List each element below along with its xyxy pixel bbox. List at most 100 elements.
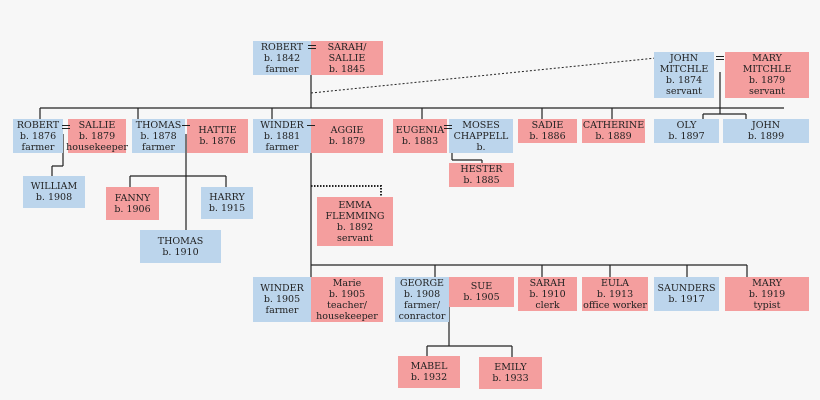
person-name: EMILY xyxy=(494,362,527,373)
person-name: WINDER xyxy=(260,119,304,131)
person-detail: teacher/ xyxy=(327,299,367,311)
person-detail: b. 1876 xyxy=(199,136,236,147)
person-detail: housekeeper xyxy=(66,141,128,153)
person-name: SADIE xyxy=(531,120,564,131)
person-name: EUGENIA xyxy=(395,125,445,136)
person-detail: b. xyxy=(476,141,486,153)
person-detail: b. 1905 xyxy=(328,288,366,300)
person-detail: b. 1879 xyxy=(78,130,116,142)
connector-george-sue-children xyxy=(426,292,513,357)
person-detail: servant xyxy=(748,86,785,97)
connector-founders-children xyxy=(39,75,784,119)
person-detail: MITCHLE xyxy=(659,64,709,75)
marriage-marker xyxy=(182,125,190,127)
person-detail: conractor xyxy=(398,310,446,322)
person-detail: b. 1917 xyxy=(668,294,705,305)
person-name: FANNY xyxy=(114,192,151,204)
marriage-marker xyxy=(308,45,316,47)
person-name: JOHN xyxy=(669,53,699,64)
person-detail: typist xyxy=(753,299,781,311)
person-name: SUE xyxy=(470,281,493,292)
person-detail: b. 1879 xyxy=(328,136,366,147)
person-name: OLY xyxy=(676,120,697,131)
person-detail: b. 1905 xyxy=(463,292,500,303)
person-detail: b. 1897 xyxy=(668,131,705,142)
connector-winder-aggie-children xyxy=(310,134,748,278)
person-name: SAUNDERS xyxy=(657,283,716,294)
marriage-marker xyxy=(716,59,724,61)
person-detail: farmer xyxy=(265,141,299,153)
person-detail: b. 1886 xyxy=(529,131,566,142)
person-name: HARRY xyxy=(209,192,245,203)
marriage-marker xyxy=(444,128,452,130)
person-name: MARY xyxy=(752,277,782,289)
connector-robert-sallie-children xyxy=(51,134,64,176)
person-name: AGGIE xyxy=(330,125,364,136)
person-name: ROBERT xyxy=(16,119,60,131)
person-detail: clerk xyxy=(535,299,560,311)
person-name: CATHERINE xyxy=(582,120,645,131)
person-detail: farmer xyxy=(21,141,55,153)
person-detail: housekeeper xyxy=(316,310,378,322)
person-detail: servant xyxy=(665,86,702,97)
person-name: WILLIAM xyxy=(30,181,78,192)
person-detail: FLEMMING xyxy=(325,210,385,222)
dotted-link-emma xyxy=(311,185,382,197)
person-detail: b. 1876 xyxy=(19,130,57,142)
person-detail: b. 1842 xyxy=(263,52,301,64)
person-detail: b. 1919 xyxy=(748,288,786,300)
person-name: SARAH/ xyxy=(327,41,367,53)
person-detail: b. 1879 xyxy=(748,75,786,86)
person-name: EMMA xyxy=(338,199,372,211)
marriage-marker xyxy=(716,56,724,58)
person-detail: b. 1905 xyxy=(263,294,301,305)
connector-thomas-hattie-children xyxy=(129,134,227,230)
person-detail: b. 1883 xyxy=(401,136,439,147)
person-name: HESTER xyxy=(460,164,503,175)
person-detail: CHAPPELL xyxy=(453,130,509,142)
person-name: ROBERT xyxy=(260,41,304,53)
person-detail: b. 1885 xyxy=(463,175,500,186)
person-detail: b. 1913 xyxy=(596,288,634,300)
person-detail: b. 1878 xyxy=(140,130,177,142)
person-name: MOSES xyxy=(462,119,500,131)
person-detail: farmer/ xyxy=(403,299,441,311)
person-detail: office worker xyxy=(583,299,647,311)
person-name: EULA xyxy=(600,277,630,289)
person-detail: servant xyxy=(336,232,373,244)
person-name: THOMAS xyxy=(135,119,182,131)
person-name: THOMAS xyxy=(157,235,204,247)
person-detail: b. 1906 xyxy=(114,203,151,215)
person-detail: b. 1933 xyxy=(492,373,529,384)
person-name: Marie xyxy=(332,277,362,289)
person-detail: b. 1908 xyxy=(35,192,73,203)
person-name: SALLIE xyxy=(78,119,116,131)
